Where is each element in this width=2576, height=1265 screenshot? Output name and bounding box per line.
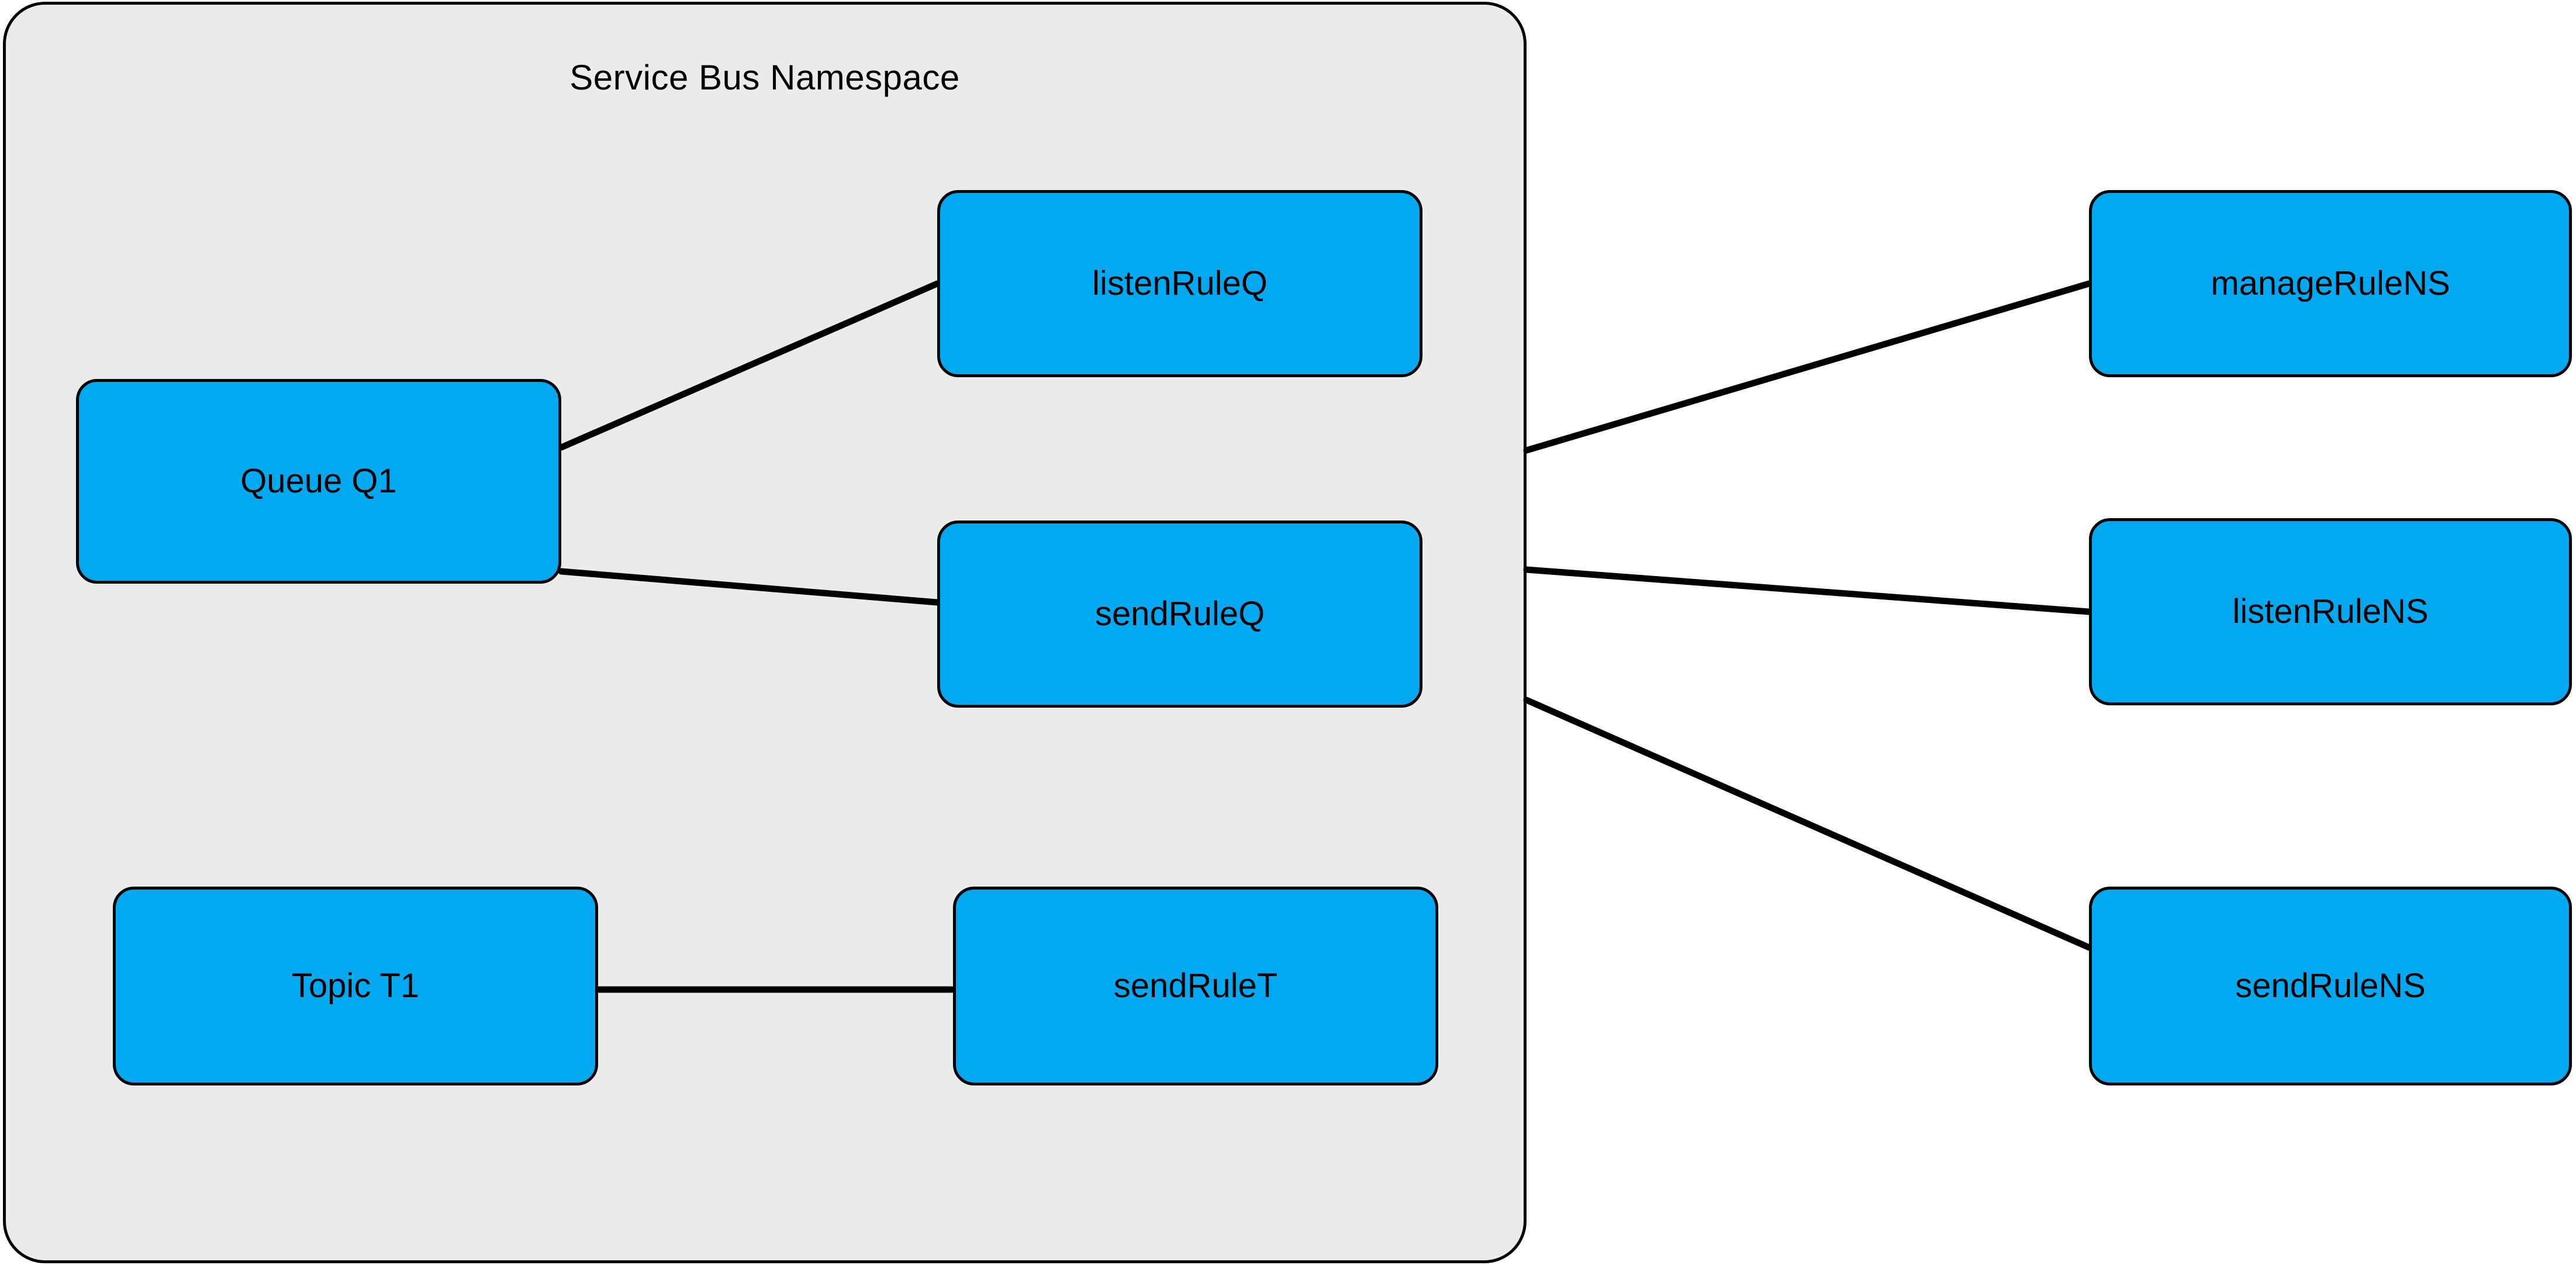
node-send-rule-ns[interactable]: sendRuleNS xyxy=(2089,887,2572,1085)
node-label-queue-q1: Queue Q1 xyxy=(240,462,397,500)
node-label-topic-t1: Topic T1 xyxy=(291,967,420,1005)
node-send-rule-t[interactable]: sendRuleT xyxy=(953,887,1438,1085)
node-listen-rule-q[interactable]: listenRuleQ xyxy=(937,190,1422,377)
node-label-manage-rule-ns: manageRuleNS xyxy=(2211,264,2450,302)
node-queue-q1[interactable]: Queue Q1 xyxy=(76,379,561,584)
node-send-rule-q[interactable]: sendRuleQ xyxy=(937,521,1422,708)
edge-ns-manageruleens[interactable] xyxy=(1523,280,2092,454)
namespace-title-label: Service Bus Namespace xyxy=(569,58,960,97)
node-listen-rule-ns[interactable]: listenRuleNS xyxy=(2089,518,2572,705)
node-label-send-rule-ns: sendRuleNS xyxy=(2235,967,2426,1005)
node-label-listen-rule-ns: listenRuleNS xyxy=(2232,592,2429,630)
node-manage-rule-ns[interactable]: manageRuleNS xyxy=(2089,190,2572,377)
node-topic-t1[interactable]: Topic T1 xyxy=(113,887,598,1085)
node-label-send-rule-t: sendRuleT xyxy=(1113,967,1278,1005)
node-label-send-rule-q: sendRuleQ xyxy=(1094,595,1265,633)
edge-ns-listenrulens[interactable] xyxy=(1523,566,2092,615)
node-label-listen-rule-q: listenRuleQ xyxy=(1092,264,1268,302)
edge-ns-sendrulens[interactable] xyxy=(1523,697,2092,951)
